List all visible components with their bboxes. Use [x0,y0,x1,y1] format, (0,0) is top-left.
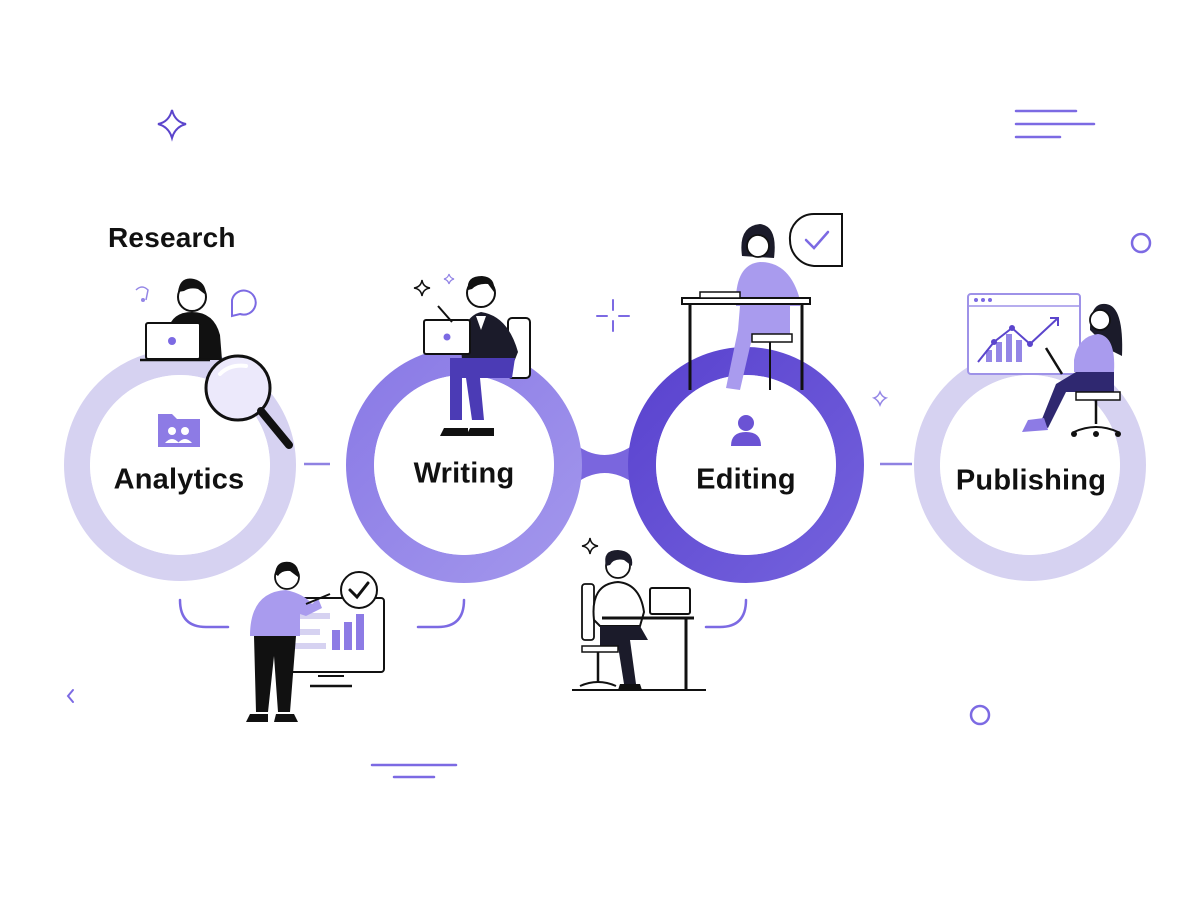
stage-label-writing: Writing [413,457,515,490]
publisher-illustration [967,293,1123,437]
sparkle-icon [157,109,187,142]
user-icon [731,415,761,446]
stage-label-analytics: Analytics [113,463,245,496]
desk-worker-illustration [572,537,706,691]
magnifier-icon [204,354,293,449]
presenter-illustration [246,561,385,722]
stage-label-editing: Editing [696,463,796,496]
chart-icon [977,317,1059,363]
stage-label-publishing: Publishing [955,464,1107,497]
bracket-connector [178,598,748,629]
researcher-illustration [135,278,257,362]
research-heading: Research [108,222,236,253]
circle-icon [1130,232,1152,254]
chevron-left-icon [66,689,74,703]
lines-icon [1014,109,1096,139]
folder-users-icon [158,414,200,447]
sparkle-icon [871,389,889,408]
lines-icon [370,763,458,779]
stage-ring-analytics [64,349,296,581]
writer-illustration [413,273,531,436]
circle-icon [969,704,991,726]
bridge-connector [570,440,640,488]
editor-illustration [681,212,843,390]
crosshair-icon [596,299,630,332]
